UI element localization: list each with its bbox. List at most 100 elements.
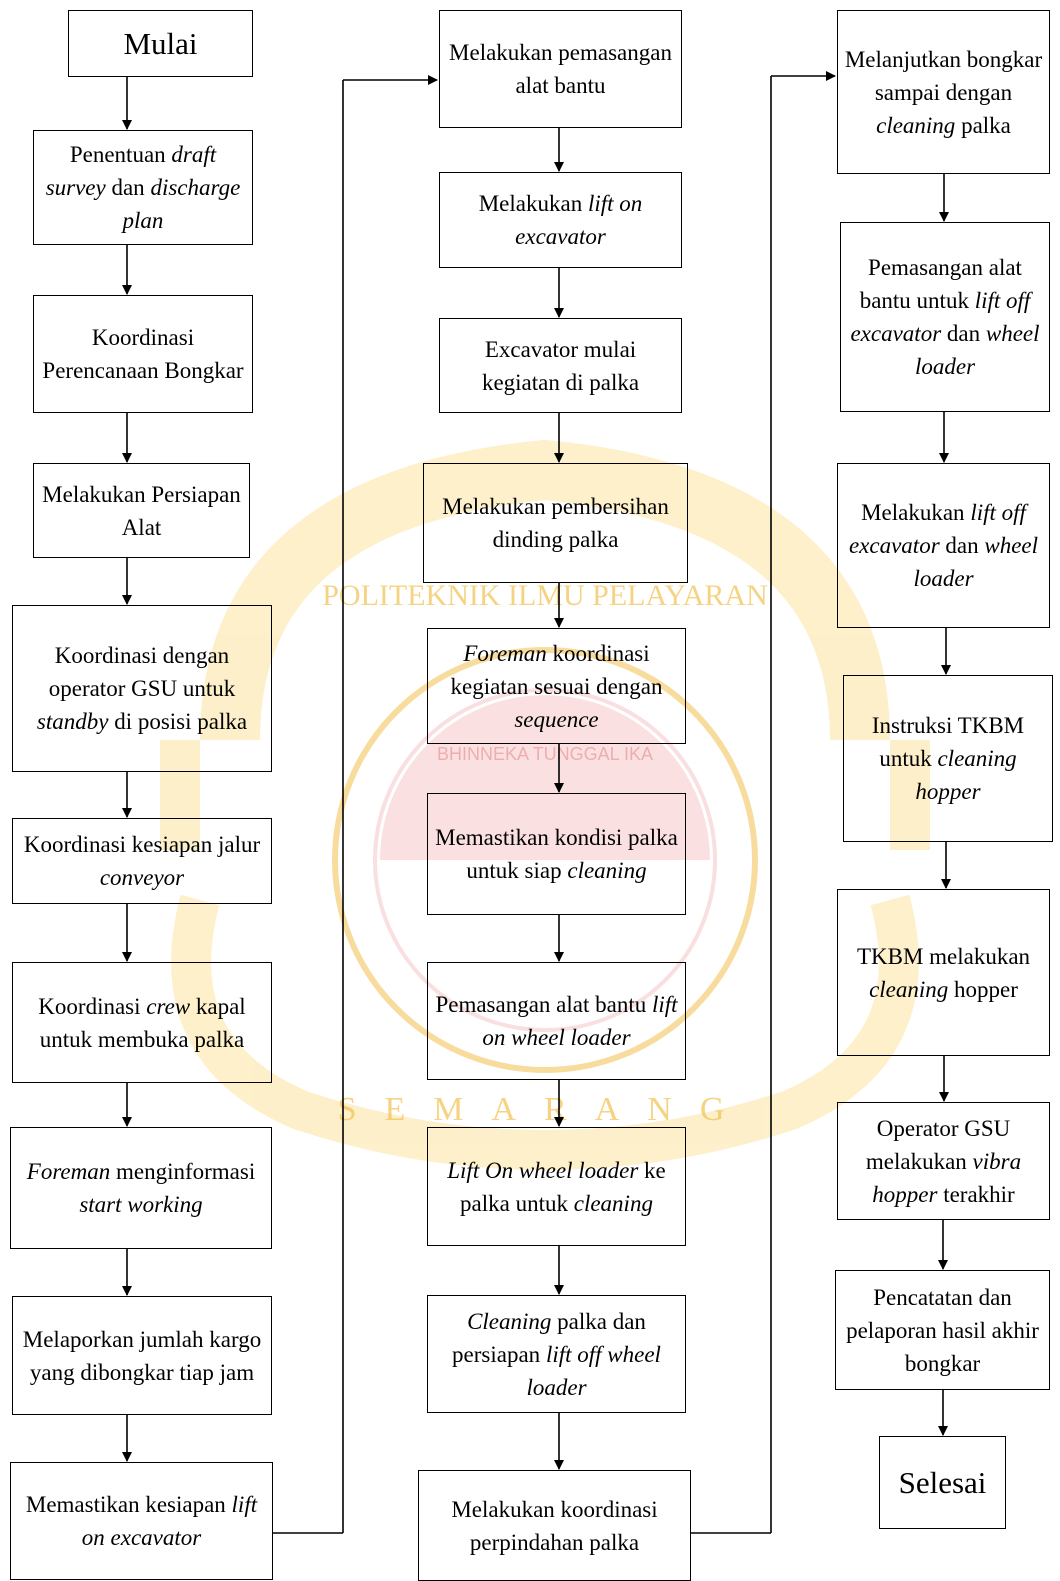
node-label: Melakukan lift on excavator — [444, 187, 677, 253]
label-fragment: wheel loader — [914, 321, 1040, 379]
node-label: Melakukan pembersihan dinding palka — [428, 490, 683, 556]
label-fragment: vibra hopper — [872, 1148, 1022, 1207]
label-fragment: Foreman — [463, 640, 547, 666]
node-excavator-mulai-kegiatan: Excavator mulai kegiatan di palka — [439, 318, 682, 413]
watermark-inner-text: BHINNEKA TUNGGAL IKA — [437, 744, 653, 764]
label-fragment: Instruksi TKBM untuk — [871, 713, 1025, 771]
label-fragment: lift off excavator — [848, 500, 1026, 558]
label-fragment: menginformasi — [110, 1159, 256, 1184]
node-tkbm-cleaning-hopper: TKBM melakukan cleaning hopper — [837, 889, 1050, 1056]
label-fragment: lift on excavator — [81, 1492, 258, 1550]
label-fragment: hopper — [948, 976, 1018, 1002]
label-fragment: dan — [939, 533, 985, 558]
label-fragment: Melakukan Persiapan Alat — [42, 481, 241, 540]
node-penentuan-draft-survey: Penentuan draft survey dan discharge pla… — [33, 130, 253, 245]
label-fragment: Pencatatan dan pelaporan hasil akhir bon… — [846, 1284, 1039, 1376]
label-fragment: Selesai — [898, 1465, 987, 1500]
label-fragment: Mulai — [123, 26, 198, 61]
node-pembersihan-dinding-palka: Melakukan pembersihan dinding palka — [423, 463, 688, 583]
node-label: Pencatatan dan pelaporan hasil akhir bon… — [840, 1281, 1045, 1380]
node-label: Instruksi TKBM untuk cleaning hopper — [848, 709, 1048, 808]
node-label: Pemasangan alat bantu lift on wheel load… — [432, 988, 681, 1054]
node-label: Excavator mulai kegiatan di palka — [444, 333, 677, 399]
label-fragment: Melakukan — [478, 191, 588, 216]
node-koordinasi-kesiapan-conveyor: Koordinasi kesiapan jalur conveyor — [12, 818, 272, 904]
label-fragment: Melaporkan jumlah kargo yang dibongkar t… — [22, 1326, 262, 1385]
label-fragment: TKBM melakukan — [856, 943, 1031, 969]
node-label: Penentuan draft survey dan discharge pla… — [38, 138, 248, 237]
node-label: Koordinasi crew kapal untuk membuka palk… — [17, 990, 267, 1056]
node-koordinasi-crew-kapal: Koordinasi crew kapal untuk membuka palk… — [12, 962, 272, 1083]
label-fragment: Operator GSU melakukan — [865, 1115, 1011, 1174]
label-fragment: lift off wheel loader — [526, 1341, 661, 1400]
node-label: Foreman koordinasi kegiatan sesuai denga… — [432, 637, 681, 736]
node-instruksi-tkbm: Instruksi TKBM untuk cleaning hopper — [843, 675, 1053, 842]
node-label: Melakukan pemasangan alat bantu — [444, 36, 677, 102]
label-fragment: conveyor — [99, 865, 185, 890]
node-label: Cleaning palka dan persiapan lift off wh… — [432, 1305, 681, 1404]
label-fragment: Memastikan kondisi palka untuk siap — [435, 825, 678, 883]
node-label: Operator GSU melakukan vibra hopper tera… — [842, 1112, 1045, 1211]
node-koordinasi-perencanaan-bongkar: Koordinasi Perencanaan Bongkar — [33, 295, 253, 413]
label-fragment: Penentuan — [69, 142, 172, 167]
node-lift-on-wheel-loader: Lift On wheel loader ke palka untuk clea… — [427, 1127, 686, 1246]
node-lift-on-excavator: Melakukan lift on excavator — [439, 172, 682, 268]
node-foreman-start-working: Foreman menginformasi start working — [10, 1127, 272, 1249]
node-label: Koordinasi kesiapan jalur conveyor — [17, 828, 267, 894]
label-fragment: Koordinasi kesiapan jalur — [23, 832, 261, 857]
label-fragment: Melakukan pemasangan alat bantu — [449, 40, 672, 98]
node-koordinasi-operator-gsu: Koordinasi dengan operator GSU untuk sta… — [12, 605, 272, 772]
label-fragment: Foreman — [26, 1159, 111, 1184]
node-pemasangan-alat-bantu: Melakukan pemasangan alat bantu — [439, 10, 682, 128]
label-fragment: cleaning — [567, 858, 647, 883]
label-fragment: dan — [941, 321, 986, 346]
watermark-arc-text: POLITEKNIK ILMU PELAYARAN — [322, 579, 768, 612]
label-fragment: lift on excavator — [515, 191, 643, 249]
label-fragment: cleaning — [876, 112, 956, 138]
node-foreman-koordinasi-sequence: Foreman koordinasi kegiatan sesuai denga… — [427, 628, 686, 744]
label-fragment: lift on wheel loader — [482, 992, 678, 1050]
node-melakukan-persiapan-alat: Melakukan Persiapan Alat — [33, 463, 250, 558]
label-fragment: Melakukan pembersihan dinding palka — [442, 494, 669, 552]
node-label: Foreman menginformasi start working — [15, 1155, 267, 1221]
label-fragment: palka dan persiapan — [452, 1308, 646, 1367]
label-fragment: draft — [171, 142, 217, 167]
label-fragment: cleaning hopper — [915, 746, 1017, 804]
node-operator-gsu-vibra: Operator GSU melakukan vibra hopper tera… — [837, 1102, 1050, 1220]
node-label: Melanjutkan bongkar sampai dengan cleani… — [842, 43, 1045, 142]
label-fragment: Pemasangan alat bantu untuk — [859, 255, 1022, 313]
label-fragment: di posisi palka — [108, 709, 248, 734]
label-fragment: palka — [955, 112, 1011, 138]
label-fragment: koordinasi kegiatan sesuai dengan — [450, 640, 663, 699]
node-lift-off-excavator: Melakukan lift off excavator dan wheel l… — [837, 463, 1050, 628]
label-fragment: Excavator mulai kegiatan di palka — [481, 336, 640, 395]
node-label: Selesai — [899, 1466, 987, 1499]
node-label: Koordinasi Perencanaan Bongkar — [38, 321, 248, 387]
node-mulai: Mulai — [68, 10, 253, 77]
label-fragment: cleaning — [573, 1190, 653, 1216]
node-selesai: Selesai — [879, 1436, 1006, 1529]
label-fragment: Melanjutkan bongkar sampai dengan — [844, 46, 1043, 105]
label-fragment: Koordinasi Perencanaan Bongkar — [42, 325, 244, 383]
label-fragment: ke palka untuk — [460, 1157, 666, 1216]
node-melanjutkan-bongkar: Melanjutkan bongkar sampai dengan cleani… — [837, 10, 1050, 174]
label-fragment: kapal untuk membuka palka — [39, 993, 246, 1052]
label-fragment: crew — [146, 993, 191, 1019]
node-melaporkan-jumlah-kargo: Melaporkan jumlah kargo yang dibongkar t… — [12, 1296, 272, 1415]
node-label: Lift On wheel loader ke palka untuk clea… — [432, 1154, 681, 1220]
node-label: Koordinasi dengan operator GSU untuk sta… — [17, 639, 267, 738]
label-fragment: Koordinasi — [38, 993, 147, 1019]
label-fragment: wheel loader — [913, 533, 1039, 591]
label-fragment: Lift On wheel loader — [447, 1157, 639, 1183]
node-label: Melakukan koordinasi perpindahan palka — [423, 1493, 686, 1559]
node-pemasangan-alat-bantu-wheel-loader: Pemasangan alat bantu lift on wheel load… — [427, 962, 686, 1080]
label-fragment: survey — [45, 175, 106, 200]
node-label: Memastikan kesiapan lift on excavator — [15, 1488, 268, 1554]
label-fragment: dan — [105, 175, 151, 200]
node-label: Memastikan kondisi palka untuk siap clea… — [432, 821, 681, 887]
node-pencatatan-pelaporan: Pencatatan dan pelaporan hasil akhir bon… — [835, 1270, 1050, 1390]
label-fragment: standby — [36, 709, 109, 734]
label-fragment: Memastikan kesiapan — [25, 1492, 232, 1517]
